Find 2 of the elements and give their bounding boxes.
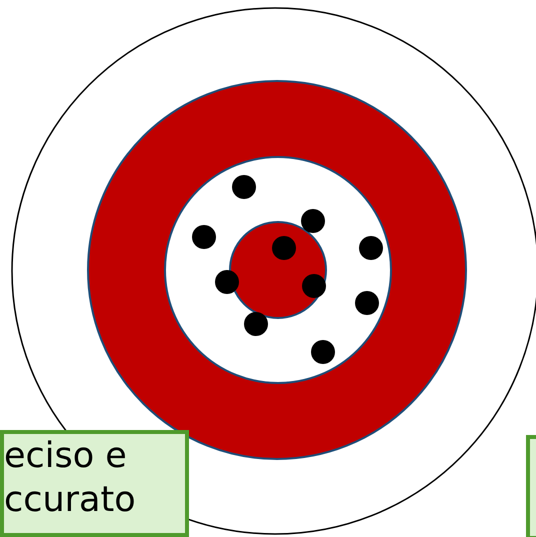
label-box [0,430,189,537]
label-text: eciso e ccurato [3,435,137,522]
